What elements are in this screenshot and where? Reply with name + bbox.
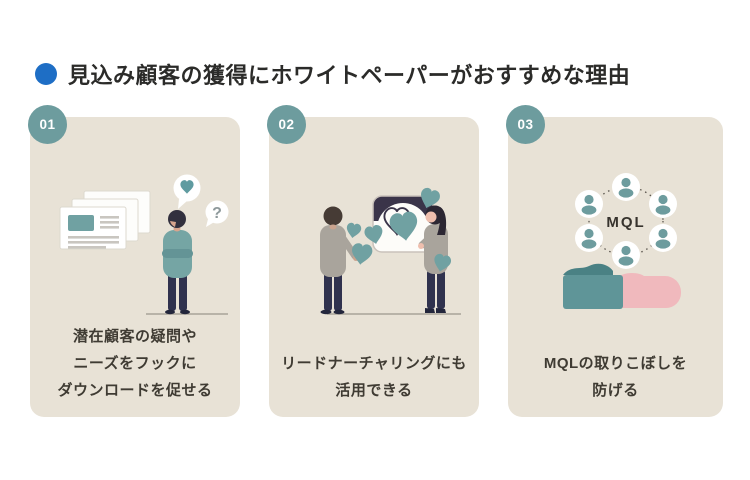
people-hearts-illustration bbox=[320, 186, 461, 315]
question-speech-bubble-icon: ? bbox=[205, 200, 229, 227]
title-bullet-icon bbox=[35, 63, 57, 85]
document-stack-icon bbox=[59, 190, 151, 250]
question-mark: ? bbox=[212, 205, 222, 222]
reason-card-1: 01 bbox=[28, 105, 240, 417]
card-caption: リードナーチャリングにも 活用できる bbox=[269, 350, 479, 404]
reason-card-3: 03 MQL MQLの取りこぼしを 防げる bbox=[506, 105, 723, 417]
caption-line: リードナーチャリングにも bbox=[281, 355, 467, 372]
caption-line: 潜在顧客の疑問や bbox=[72, 328, 197, 345]
heart-icon bbox=[345, 222, 362, 240]
reason-cards-row: 01 bbox=[28, 105, 723, 417]
reason-card-2: 02 bbox=[267, 105, 479, 417]
standing-person-figure bbox=[162, 210, 193, 315]
caption-line: 活用できる bbox=[335, 382, 413, 399]
person-right-figure bbox=[418, 205, 453, 313]
card-caption: 潜在顧客の疑問や ニーズをフックに ダウンロードを促せる bbox=[30, 323, 240, 404]
open-hand-icon bbox=[563, 263, 681, 309]
documents-person-illustration: ? bbox=[59, 174, 229, 315]
person-left-figure bbox=[320, 206, 374, 315]
card-caption: MQLの取りこぼしを 防げる bbox=[508, 350, 723, 404]
caption-line: MQLの取りこぼしを bbox=[543, 355, 688, 372]
card-number-badge: 01 bbox=[28, 105, 67, 144]
mql-label: MQL bbox=[606, 214, 645, 231]
card-number-badge: 03 bbox=[506, 105, 545, 144]
card-number-badge: 02 bbox=[267, 105, 306, 144]
page-title: 見込み顧客の獲得にホワイトペーパーがおすすめな理由 bbox=[68, 63, 631, 88]
heart-icon bbox=[350, 242, 374, 267]
heart-speech-bubble-icon bbox=[173, 174, 201, 209]
lead-avatar-icons bbox=[575, 173, 677, 269]
caption-line: ダウンロードを促せる bbox=[57, 382, 213, 399]
mql-network-illustration: MQL bbox=[563, 173, 681, 309]
caption-line: ニーズをフックに bbox=[73, 355, 197, 372]
caption-line: 防げる bbox=[592, 382, 639, 399]
page-header: 見込み顧客の獲得にホワイトペーパーがおすすめな理由 bbox=[35, 58, 630, 90]
